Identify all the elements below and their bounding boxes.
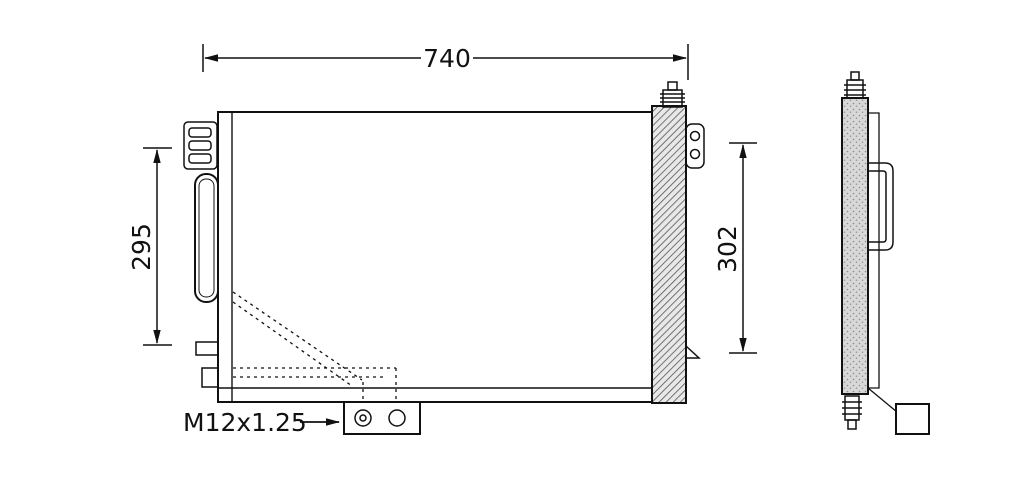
- left-tab-upper: [195, 341, 219, 356]
- side-block-connector: [867, 387, 898, 413]
- dimension-left-height: [143, 147, 172, 346]
- internal-pipes-dashed: [232, 291, 397, 402]
- side-view: [841, 71, 930, 435]
- thread-size-annotation: M12x1.25: [183, 408, 340, 437]
- dimension-right-height-label: 302: [713, 225, 742, 273]
- condenser-core: [217, 111, 653, 403]
- top-left-bracket: [183, 121, 218, 170]
- receiver-drier: [194, 173, 219, 303]
- side-top-fitting-icon: [844, 71, 866, 99]
- side-fitting-block: [895, 403, 930, 435]
- top-threaded-fitting-icon: [660, 81, 685, 108]
- right-tank: [651, 105, 687, 404]
- side-pipe-loop: [868, 162, 894, 251]
- bottom-fitting-block: [343, 401, 421, 435]
- dimension-right-height: [729, 142, 757, 354]
- side-body: [841, 97, 869, 395]
- dimension-width-label-backing: [421, 42, 473, 72]
- front-view: [183, 81, 705, 435]
- right-mounting-bracket: [685, 123, 705, 169]
- dimension-left-height-label: 295: [127, 223, 156, 271]
- thread-size-label: M12x1.25: [183, 408, 307, 437]
- right-bottom-tab: [685, 344, 701, 359]
- dimension-width-label: 740: [423, 44, 471, 73]
- left-tab-lower: [201, 367, 219, 388]
- side-bottom-stud-icon: [842, 395, 862, 430]
